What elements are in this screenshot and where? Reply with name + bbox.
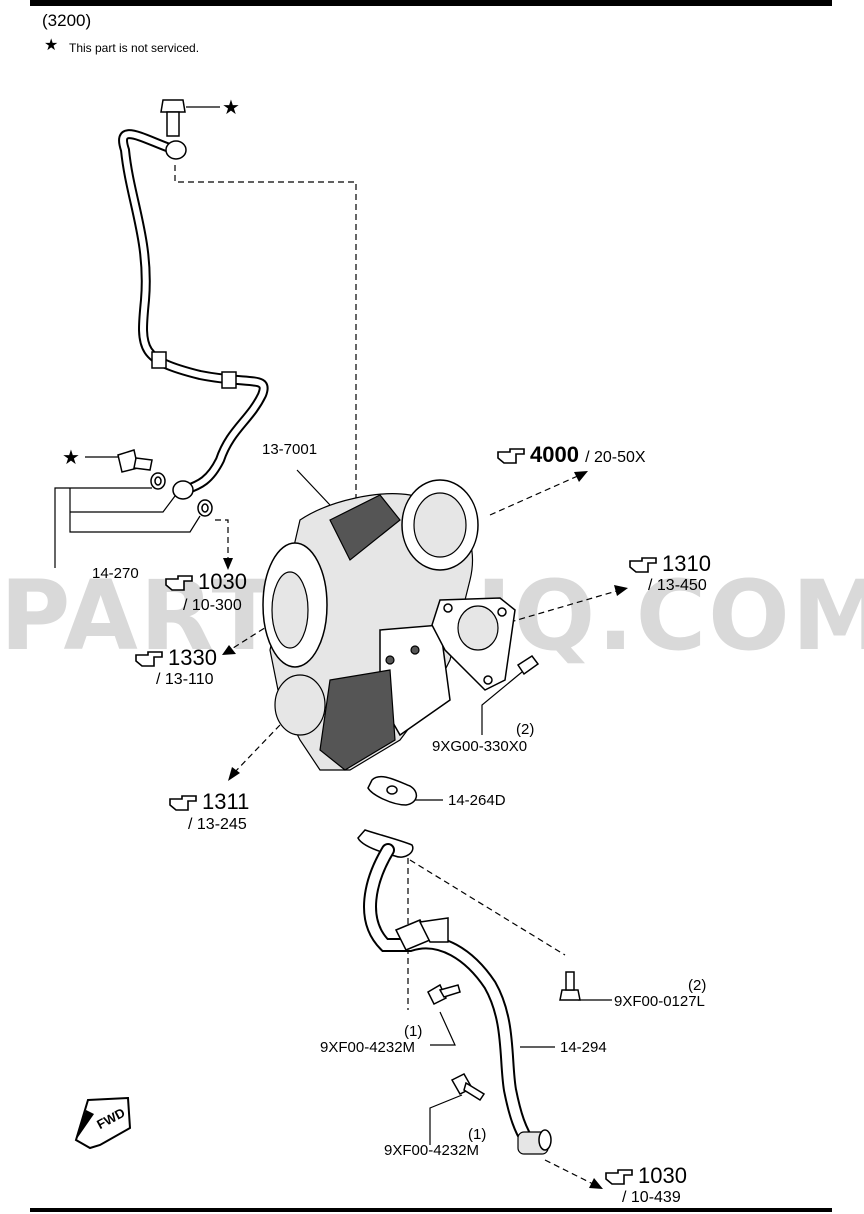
star-marker-left-icon: ★ — [62, 447, 80, 469]
stud-nut — [516, 654, 540, 676]
ref-number: 1310 — [662, 551, 711, 576]
pointing-hand-icon — [629, 557, 657, 573]
fwd-arrow — [74, 1096, 132, 1150]
label-bolt-a[interactable]: 9XF00-0127L — [614, 993, 705, 1010]
washer-2-hole — [201, 503, 209, 513]
arrow-head-1310 — [614, 585, 628, 596]
ref-4000-arrow-line — [489, 474, 581, 516]
arrow-head-4000 — [574, 471, 588, 482]
leader-14-270-a — [54, 487, 152, 568]
pointing-hand-icon — [169, 795, 197, 811]
ref-callout-1330[interactable]: 1330 — [134, 647, 217, 669]
ref-callout-4000[interactable]: 4000 / 20-50X — [496, 444, 646, 466]
pointing-hand-icon — [605, 1169, 633, 1185]
turbo-inlet-bore — [271, 571, 309, 649]
pointing-hand-icon — [135, 651, 163, 667]
arrow-head-1311 — [228, 767, 240, 781]
turbo-actuator — [329, 494, 401, 561]
ref-number: 1030 — [198, 569, 247, 594]
pointing-hand-icon — [165, 575, 193, 591]
ref-1030b-arrow-line — [544, 1159, 596, 1186]
label-drain-gasket[interactable]: 14-264D — [448, 792, 506, 809]
washer-1-hole — [154, 476, 162, 486]
arrow-head-1030 — [223, 558, 233, 570]
arrow-head-1030b — [589, 1178, 603, 1189]
label-bolt-a-qty: (2) — [688, 977, 707, 994]
ref-callout-1310[interactable]: 1310 — [628, 553, 711, 575]
turbo-outlet — [274, 674, 326, 736]
bolt-c — [450, 1073, 486, 1102]
ref-number: 4000 — [530, 442, 579, 467]
label-nut[interactable]: 9XG00-330X0 — [432, 738, 528, 755]
ref-subsection-1310: / 13-450 — [648, 577, 707, 594]
banjo-bolt-top-head — [160, 99, 186, 113]
bottom-border — [30, 1208, 832, 1212]
ref-callout-1311[interactable]: 1311 — [168, 791, 249, 813]
ref-subsection-1311: / 13-245 — [188, 816, 247, 833]
banjo-eye-bottom — [172, 480, 194, 500]
label-turbocharger[interactable]: 13-7001 — [262, 441, 318, 458]
ref-number: 1030 — [638, 1163, 687, 1188]
leader-13-7001 — [296, 469, 331, 506]
arrow-head-1330 — [222, 645, 236, 655]
drain-pipe-flange — [357, 829, 414, 858]
note-star-icon: ★ — [44, 37, 59, 54]
label-bolt-b[interactable]: 9XF00-4232M — [320, 1039, 416, 1056]
bolt-b — [427, 983, 461, 1006]
ref-1310-arrow-line — [499, 589, 621, 626]
label-bolt-c-qty: (1) — [468, 1126, 487, 1143]
leader-14-270-c — [70, 495, 176, 513]
ref-subsection-1030-drain: / 10-439 — [622, 1189, 681, 1206]
leader-nut — [481, 671, 523, 735]
label-bolt-b-qty: (1) — [404, 1023, 423, 1040]
ref-1311-arrow-line — [231, 724, 281, 776]
vnt-actuator — [319, 669, 396, 771]
drain-pipe-outline — [363, 843, 537, 1152]
oil-feed-pipe — [120, 131, 267, 493]
label-bolt-c[interactable]: 9XF00-4232M — [384, 1142, 480, 1159]
ref-number: 1330 — [168, 645, 217, 670]
ref-subsection-1330: / 13-110 — [156, 671, 214, 688]
oil-pipe-fitting-1 — [151, 351, 167, 369]
bolt-a — [559, 971, 581, 1001]
leader-14-270-b — [69, 488, 201, 533]
washer-alignment-line — [215, 519, 229, 560]
note-text: This part is not serviced. — [69, 41, 200, 55]
drain-pipe-bracket-2 — [418, 917, 449, 943]
ref-subsection: / 20-50X — [585, 449, 646, 466]
banjo-bolt-top-shank — [166, 111, 180, 137]
ref-callout-1030[interactable]: 1030 — [164, 571, 247, 593]
drain-pipe — [365, 845, 535, 1150]
ref-subsection-1030: / 10-300 — [183, 597, 242, 614]
banjo-bolt-left-shank — [133, 457, 153, 471]
leader-bolt-b — [430, 1011, 456, 1046]
label-drain-pipe[interactable]: 14-294 — [560, 1039, 607, 1056]
pointing-hand-icon — [497, 448, 525, 464]
top-border — [30, 0, 832, 6]
ref-number: 1311 — [202, 789, 250, 814]
label-oil-feed-pipe[interactable]: 14-270 — [92, 565, 139, 582]
label-nut-qty: (2) — [516, 721, 535, 738]
diagram-code: (3200) — [42, 11, 92, 30]
star-marker-top-icon: ★ — [222, 97, 240, 119]
ref-callout-1030-drain[interactable]: 1030 — [604, 1165, 687, 1187]
oil-pipe-fitting-2 — [221, 371, 237, 389]
drain-bolt-alignment-line-2 — [409, 859, 566, 956]
banjo-eye-top — [165, 140, 187, 160]
leader-bolt-c — [429, 1094, 463, 1145]
turbocharger — [262, 479, 479, 771]
